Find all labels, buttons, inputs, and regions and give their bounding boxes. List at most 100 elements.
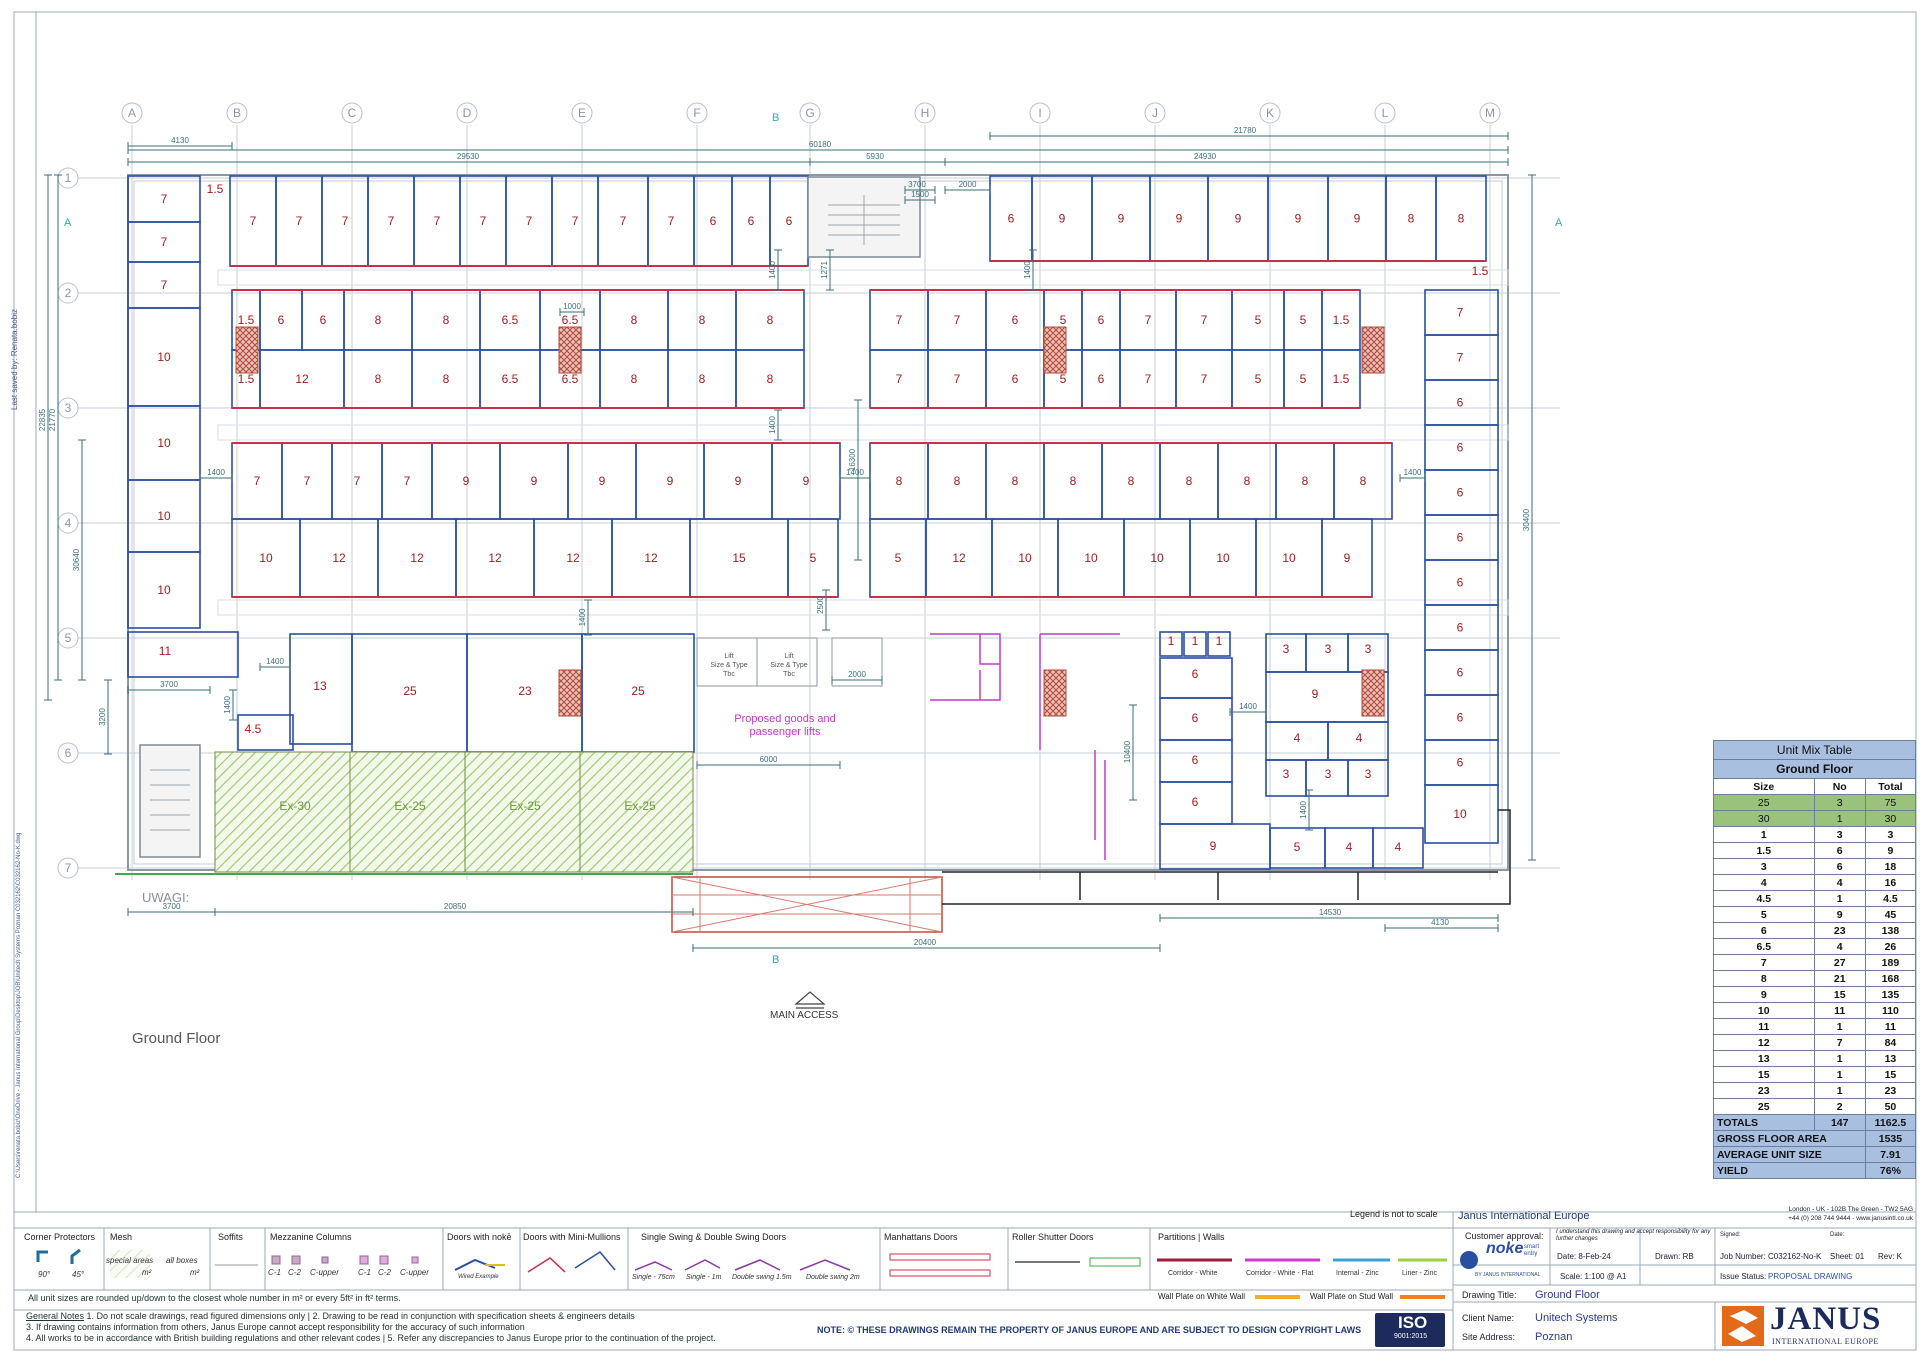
tb-noke-by: BY JANUS INTERNATIONAL — [1475, 1272, 1541, 1278]
unit-label-left: 7 — [161, 192, 168, 206]
totals-total: 1162.5 — [1864, 1114, 1917, 1131]
unit-label-row45-right: 9 — [1344, 551, 1351, 565]
last-saved-label: Last saved by: — [10, 358, 19, 410]
tb-address2: +44 (0) 208 744 9444 - www.janusintl.co.… — [1788, 1215, 1913, 1222]
dim-top_60180: 60180 — [809, 140, 832, 149]
dim-top_29530: 29530 — [457, 152, 480, 161]
legend-doors-noke: Doors with nokē — [447, 1232, 512, 1242]
unit-mix-cell: 23 — [1813, 922, 1866, 939]
dim-c_1400j: 1400 — [1239, 702, 1257, 711]
lift-2-line3: Tbc — [783, 671, 795, 678]
unit-label-block1-top: 8 — [699, 313, 706, 327]
unit-label-block2-bot: 7 — [1201, 372, 1208, 386]
unit-label-right: 6 — [1457, 711, 1464, 725]
unit-mix-cell: 3 — [1864, 826, 1917, 843]
grid-bubble — [1144, 102, 1166, 124]
unit-label-right: 6 — [1457, 486, 1464, 500]
unit-label-row4: 7 — [354, 474, 361, 488]
unit-label-left: 7 — [161, 235, 168, 249]
main-access-label: MAIN ACCESS — [770, 1010, 839, 1021]
unit-label-block1-top: 6.5 — [502, 313, 519, 327]
lift-1-line2: Size & Type — [710, 662, 748, 669]
grid-col-label: G — [805, 106, 814, 120]
iso-label: ISO — [1398, 1313, 1428, 1332]
unit-label-row4: 9 — [599, 474, 606, 488]
dim-c_1400b: 1400 — [846, 468, 864, 477]
unit-label-row1-right: 9 — [1235, 212, 1242, 226]
dim-c_1400h: 1400 — [266, 657, 284, 666]
unit-label-block2-top: 7 — [896, 313, 903, 327]
unit-mix-header-no: No — [1813, 778, 1866, 795]
legend-wired-example: Wired Example — [458, 1274, 499, 1280]
note-rounded: All unit sizes are rounded up/down to th… — [28, 1293, 401, 1303]
grid-col-label: J — [1152, 106, 1158, 120]
unit-label-block1-top: 8 — [631, 313, 638, 327]
unit-label-row1: 7 — [250, 214, 257, 228]
unit-label-block2-top: 1.5 — [1333, 313, 1350, 327]
unit-label-ex: Ex-25 — [394, 799, 426, 813]
legend-mz-c2a: C-2 — [288, 1268, 301, 1277]
unit-label-right: 7 — [1457, 351, 1464, 365]
tb-site-lbl: Site Address: — [1462, 1332, 1516, 1342]
unit-label-row4-right: 8 — [1360, 474, 1367, 488]
janus-logo-sub: INTERNATIONAL EUROPE — [1772, 1337, 1879, 1346]
legend-cp-45: 45° — [72, 1270, 85, 1279]
unit-label-ex: Ex-25 — [509, 799, 541, 813]
unit-label-lower-right: 6 — [1192, 753, 1199, 767]
proposed-lifts-line2: passenger lifts — [749, 726, 821, 738]
dim-left_30640: 30640 — [72, 548, 81, 571]
legend-corner-protectors: Corner Protectors — [24, 1232, 96, 1242]
unit-label-row4: 9 — [735, 474, 742, 488]
unit-mix-table: Unit Mix Table Ground Floor Size No Tota… — [1713, 740, 1917, 1179]
grid-col-label: L — [1382, 106, 1389, 120]
unit-label-block1-bot: 8 — [699, 372, 706, 386]
lift-2-line2: Size & Type — [770, 662, 808, 669]
unit-mix-cell: 1 — [1813, 890, 1866, 907]
unit-label-row4-right: 8 — [1012, 474, 1019, 488]
grid-col-label: B — [233, 106, 241, 120]
dim-c_1400e: 1400 — [1404, 468, 1422, 477]
last-saved-by: Last saved by: Renata.bobiz — [10, 309, 19, 410]
dim-top_24930: 24930 — [1194, 152, 1217, 161]
unit-label-row1: 7 — [572, 214, 579, 228]
dim-top_2000: 2000 — [959, 180, 977, 189]
unit-label-lower-right: 6 — [1192, 667, 1199, 681]
unit-label-lower-right: 6 — [1192, 711, 1199, 725]
unit-mix-cell: 45 — [1864, 906, 1917, 923]
file-path: C:\Users\renata.bobiz\OneDrive - Janus I… — [16, 832, 22, 1178]
grid-col-label: C — [348, 106, 357, 120]
grid-bubble — [686, 102, 708, 124]
unit-label-block2-bot: 5 — [1300, 372, 1307, 386]
grid-row-label: 1 — [65, 171, 72, 185]
unit-label-block1-top: 6 — [320, 313, 327, 327]
unit-mix-cell: 168 — [1864, 970, 1917, 987]
legend-mz-c1a: C-1 — [268, 1268, 281, 1277]
unit-label-block1-top: 8 — [767, 313, 774, 327]
lift-1: Lift Size & Type Tbc — [703, 652, 755, 679]
unit-label-lower-left: 4.5 — [245, 722, 262, 736]
tb-client: Unitech Systems — [1535, 1312, 1618, 1324]
tb-signed: Signed: — [1720, 1232, 1741, 1238]
unit-label-block1-bot: 12 — [295, 372, 309, 386]
unit-label-block1-bot: 8 — [443, 372, 450, 386]
dim-c_1400d: 1400 — [1023, 261, 1032, 279]
unit-label-row4: 9 — [531, 474, 538, 488]
legend-sd-1: Single - 75cm — [632, 1274, 675, 1281]
tb-address1: London - UK - 102B The Green - TW2 5AG — [1788, 1206, 1913, 1213]
unit-mix-cell: 6.5 — [1713, 938, 1815, 955]
unit-mix-cell: 3 — [1713, 858, 1815, 875]
unit-label-row1-right: 8 — [1408, 212, 1415, 226]
unit-mix-cell: 6 — [1813, 858, 1866, 875]
unit-label-right: 6 — [1457, 531, 1464, 545]
tb-rev: Rev: K — [1878, 1252, 1903, 1261]
grid-col-label: F — [693, 106, 700, 120]
unit-label-row45-right: 10 — [1084, 551, 1098, 565]
